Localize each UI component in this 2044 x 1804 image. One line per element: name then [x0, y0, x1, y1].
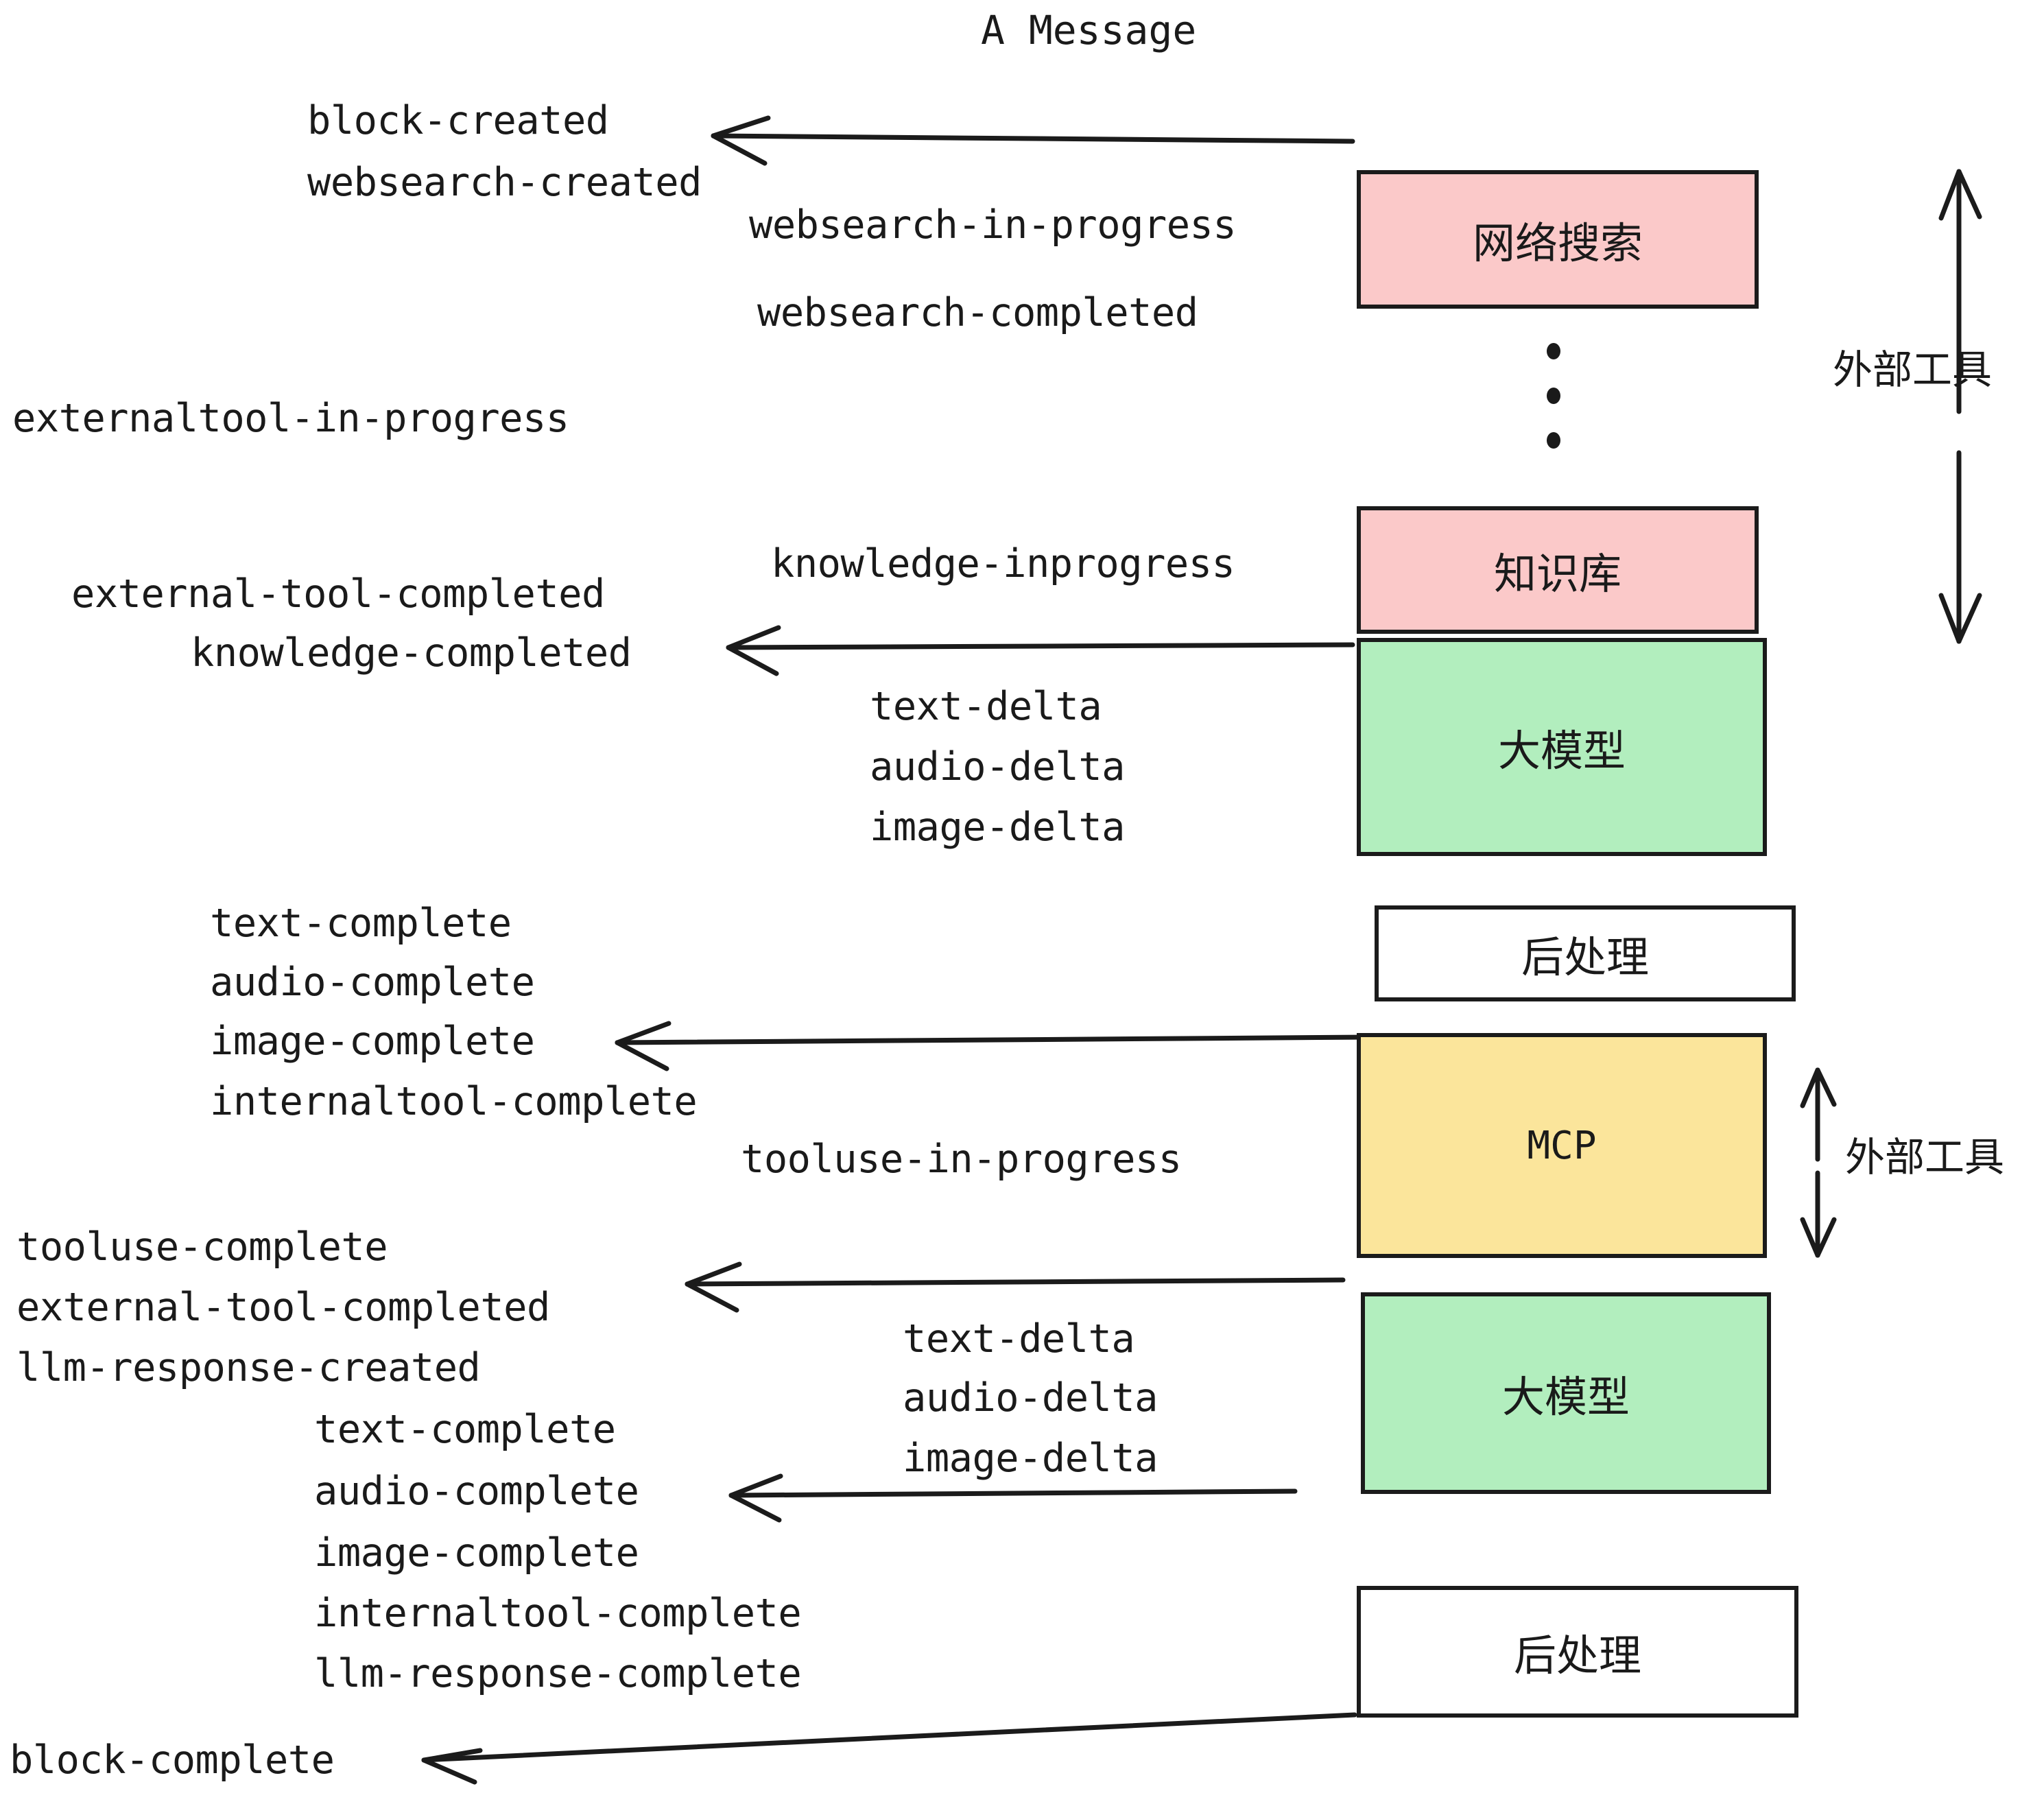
event-llm-response-created: llm-response-created — [16, 1345, 481, 1390]
event-image-delta-2: image-delta — [903, 1436, 1158, 1481]
node-postprocess-top[interactable]: 后处理 — [1375, 905, 1796, 1001]
node-postprocess-top-label: 后处理 — [1521, 932, 1649, 982]
side-label-external-tool-top: 外部工具 — [1833, 346, 1993, 393]
event-audio-delta-2: audio-delta — [903, 1375, 1158, 1421]
event-text-complete-1: text-complete — [210, 901, 512, 946]
event-knowledge-completed: knowledge-completed — [191, 630, 632, 676]
event-block-complete: block-complete — [10, 1737, 335, 1783]
event-internaltool-complete-2: internaltool-complete — [314, 1591, 802, 1636]
event-external-tool-completed-1: external-tool-completed — [71, 571, 605, 617]
event-text-delta-1: text-delta — [870, 684, 1102, 729]
node-websearch[interactable]: 网络搜索 — [1357, 170, 1759, 309]
arrow-postprocess-to-image-complete — [615, 1021, 1373, 1071]
bracket-external-tool-top — [1938, 169, 1982, 644]
event-audio-complete-2: audio-complete — [314, 1469, 639, 1514]
ellipsis-dot-1 — [1547, 343, 1560, 359]
event-image-delta-1: image-delta — [870, 805, 1126, 850]
event-audio-delta-1: audio-delta — [870, 744, 1126, 790]
node-postprocess-bottom-label: 后处理 — [1513, 1630, 1641, 1681]
arrow-postprocess-to-block-complete — [421, 1712, 1357, 1785]
node-llm-bottom-label: 大模型 — [1501, 1372, 1630, 1422]
event-knowledge-inprogress: knowledge-inprogress — [771, 541, 1235, 586]
event-block-created: block-created — [307, 98, 609, 143]
node-websearch-label: 网络搜索 — [1472, 218, 1643, 268]
event-websearch-in-progress: websearch-in-progress — [749, 202, 1237, 248]
node-knowledge[interactable]: 知识库 — [1357, 506, 1759, 634]
event-websearch-created: websearch-created — [307, 160, 702, 205]
event-image-complete-1: image-complete — [210, 1019, 535, 1064]
arrow-llm-to-audio-complete — [728, 1473, 1298, 1523]
node-llm-top-label: 大模型 — [1497, 726, 1626, 776]
diagram-title: A Message — [981, 7, 1197, 54]
node-mcp-label: MCP — [1527, 1123, 1597, 1168]
node-mcp[interactable]: MCP — [1357, 1033, 1767, 1258]
arrow-websearch-to-block-created — [711, 115, 1355, 166]
event-tooluse-in-progress: tooluse-in-progress — [741, 1137, 1182, 1182]
event-external-tool-completed-2: external-tool-completed — [16, 1285, 550, 1330]
event-image-complete-2: image-complete — [314, 1530, 639, 1576]
event-tooluse-complete: tooluse-complete — [16, 1224, 388, 1270]
bracket-external-tool-bottom — [1800, 1067, 1837, 1258]
event-text-delta-2: text-delta — [903, 1316, 1135, 1362]
ellipsis-dot-2 — [1547, 388, 1560, 404]
arrow-mcp-to-tooluse-complete — [685, 1261, 1346, 1313]
side-label-external-tool-bottom: 外部工具 — [1845, 1134, 2005, 1180]
event-websearch-completed: websearch-completed — [757, 290, 1198, 335]
node-knowledge-label: 知识库 — [1493, 549, 1621, 599]
arrow-knowledge-to-knowledge-completed — [726, 625, 1355, 676]
node-llm-top[interactable]: 大模型 — [1357, 638, 1767, 856]
node-llm-bottom[interactable]: 大模型 — [1361, 1292, 1771, 1494]
node-postprocess-bottom[interactable]: 后处理 — [1357, 1586, 1798, 1718]
ellipsis-dot-3 — [1547, 432, 1560, 449]
event-externaltool-in-progress: externaltool-in-progress — [12, 396, 569, 441]
event-text-complete-2: text-complete — [314, 1407, 616, 1452]
event-audio-complete-1: audio-complete — [210, 960, 535, 1005]
event-internaltool-complete-1: internaltool-complete — [210, 1079, 698, 1124]
event-llm-response-complete: llm-response-complete — [314, 1651, 802, 1696]
